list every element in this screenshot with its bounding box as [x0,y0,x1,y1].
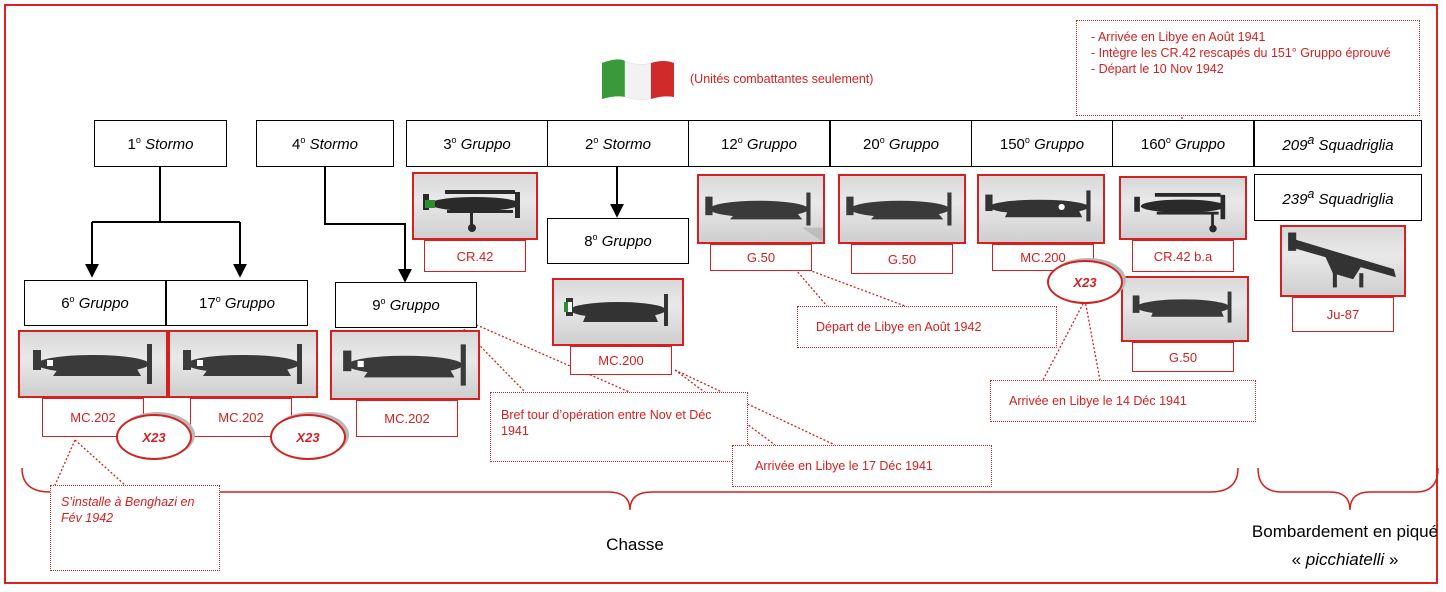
aircraft-photo-g50-160 [1121,276,1249,342]
brace-bombardement [1257,467,1439,511]
unit-150-gruppo: 150o Gruppo [971,120,1113,167]
group-label-bombardement: Bombardement en piqué « picchiatelli » [1251,522,1439,569]
italian-flag-icon [602,59,674,100]
label-mc202-9: MC.202 [356,400,458,437]
unit-17-gruppo: 17o Gruppo [166,280,308,326]
unit-209-squadriglia: 209a Squadriglia [1254,120,1422,167]
label-g50-160: G.50 [1132,342,1234,372]
aircraft-photo-mc202-9 [330,330,480,400]
unit-20-gruppo: 20o Gruppo [830,120,972,167]
unit-4-stormo: 4o Stormo [256,120,394,167]
unit-8-gruppo: 8o Gruppo [547,218,689,264]
unit-239-squadriglia: 239a Squadriglia [1254,174,1422,221]
label-cr42ba: CR.42 b.a [1132,240,1234,272]
note-9-gruppo: Bref tour d’opération entre Nov et Déc 1… [490,392,748,462]
label-ju87: Ju-87 [1292,297,1394,332]
unit-2-stormo: 2o Stormo [547,120,689,167]
scope-caption: (Unités combattantes seulement) [690,72,874,86]
note-160-gruppo: - Arrivée en Libye en Août 1941 - Intègr… [1076,20,1420,116]
multiplier-oval-17: X23 [270,414,346,460]
aircraft-photo-mc200-150 [977,174,1105,244]
note-8-gruppo: Arrivée en Libye le 17 Déc 1941 [732,445,992,487]
label-mc200-8: MC.200 [570,346,672,375]
unit-9-gruppo: 9o Gruppo [335,282,477,328]
note-connectors [54,116,1183,486]
aircraft-photo-g50-20 [838,174,966,244]
unit-12-gruppo: 12o Gruppo [688,120,830,167]
aircraft-photo-mc200-8 [552,278,684,346]
label-g50-20: G.50 [851,244,953,274]
label-cr42: CR.42 [424,240,526,272]
aircraft-photo-mc202-6 [18,330,168,398]
label-g50-12: G.50 [710,244,812,271]
stormo4-arrow [324,167,412,283]
diagram-frame [4,4,1438,584]
aircraft-photo-ju87 [1280,225,1406,297]
multiplier-oval-150: X23 [1047,260,1123,304]
aircraft-photo-cr42 [412,172,538,240]
note-150-gruppo: Arrivée en Libye le 14 Déc 1941 [990,380,1256,422]
stormo1-arrows [85,167,247,278]
unit-6-gruppo: 6o Gruppo [24,280,166,326]
aircraft-photo-mc202-17 [168,330,318,398]
unit-3-gruppo: 3o Gruppo [406,120,548,167]
note-6-gruppo: S’installe à Benghazi en Fév 1942 [50,485,220,571]
brace-chasse [21,467,1239,511]
multiplier-oval-6: X23 [116,414,192,460]
aircraft-photo-g50-12 [697,174,825,244]
note-12-gruppo: Départ de Libye en Août 1942 [797,306,1057,348]
label-mc200-150: MC.200 [992,244,1094,271]
unit-160-gruppo: 160o Gruppo [1112,120,1254,167]
group-label-chasse: Chasse [606,535,664,554]
aircraft-photo-cr42ba [1119,176,1247,240]
unit-1-stormo: 1o Stormo [94,120,227,167]
